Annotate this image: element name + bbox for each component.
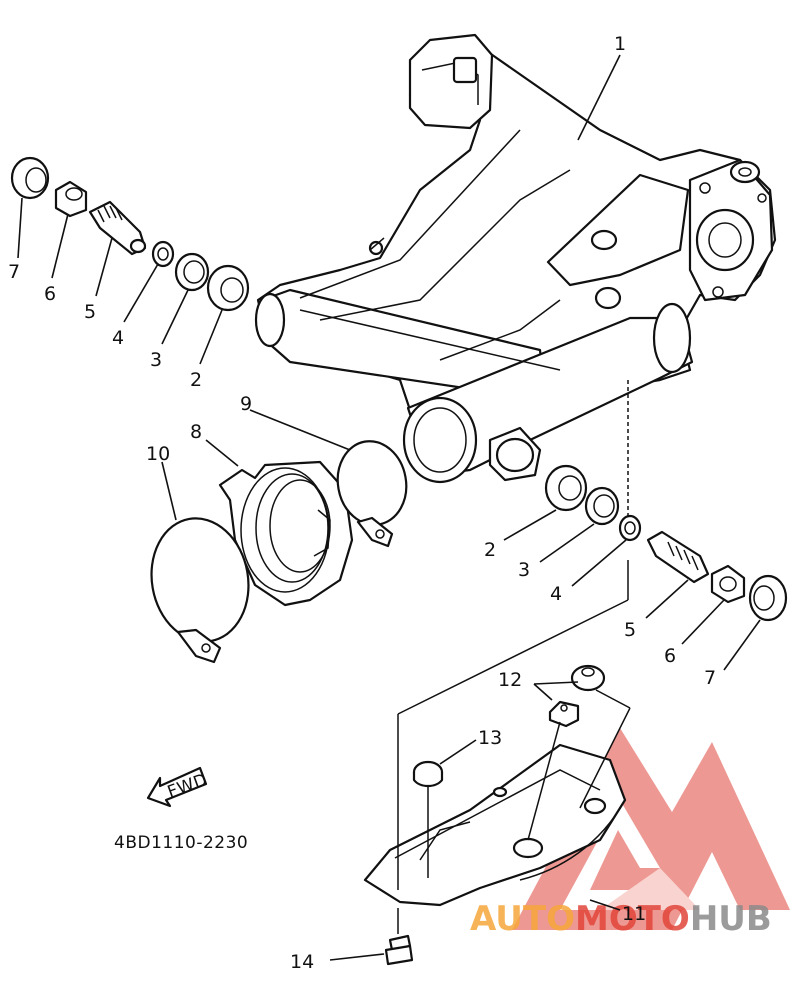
fwd-label: FWD: [165, 770, 211, 803]
callout-numbers: 1 7 6 5 4 3 2 9 8 10 2 3 4 5 6 7 12 13 1…: [8, 33, 716, 973]
callout-2-left: 2: [190, 369, 202, 391]
band-clamp-small: [336, 440, 408, 548]
rubber-damper-top: [570, 664, 606, 692]
callout-12: 12: [498, 669, 522, 691]
callout-13: 13: [478, 727, 502, 749]
callout-4-left: 4: [112, 327, 124, 349]
left-bearing-stack: [10, 156, 250, 312]
forward-arrow-icon: FWD: [146, 766, 211, 808]
band-clamp-large: [150, 517, 250, 664]
callout-9: 9: [240, 393, 252, 415]
diagram-code: 4BD1110-2230: [114, 833, 248, 853]
bolt: [384, 934, 414, 966]
callout-10: 10: [146, 443, 170, 465]
callout-7-right: 7: [704, 667, 716, 689]
callout-5-left: 5: [84, 301, 96, 323]
callout-14: 14: [290, 951, 314, 973]
callout-2-right: 2: [484, 539, 496, 561]
cap: [412, 760, 444, 788]
callout-8: 8: [190, 421, 202, 443]
callout-4-right: 4: [550, 583, 562, 605]
rubber-damper-mid: [548, 700, 580, 728]
callout-6-right: 6: [664, 645, 676, 667]
callout-5-right: 5: [624, 619, 636, 641]
swingarm-frame: [254, 33, 777, 484]
right-bearing-stack: [544, 464, 788, 622]
callout-6-left: 6: [44, 283, 56, 305]
leader-lines: [17, 54, 761, 961]
watermark-text: AUTOMOTOHUB: [470, 899, 772, 939]
callout-3-right: 3: [518, 559, 530, 581]
callout-3-left: 3: [150, 349, 162, 371]
callout-7-left: 7: [8, 261, 20, 283]
watermark-logo-icon: [512, 728, 790, 930]
callout-1: 1: [614, 33, 626, 55]
lower-guard: [363, 743, 627, 907]
callout-11: 11: [622, 903, 646, 925]
